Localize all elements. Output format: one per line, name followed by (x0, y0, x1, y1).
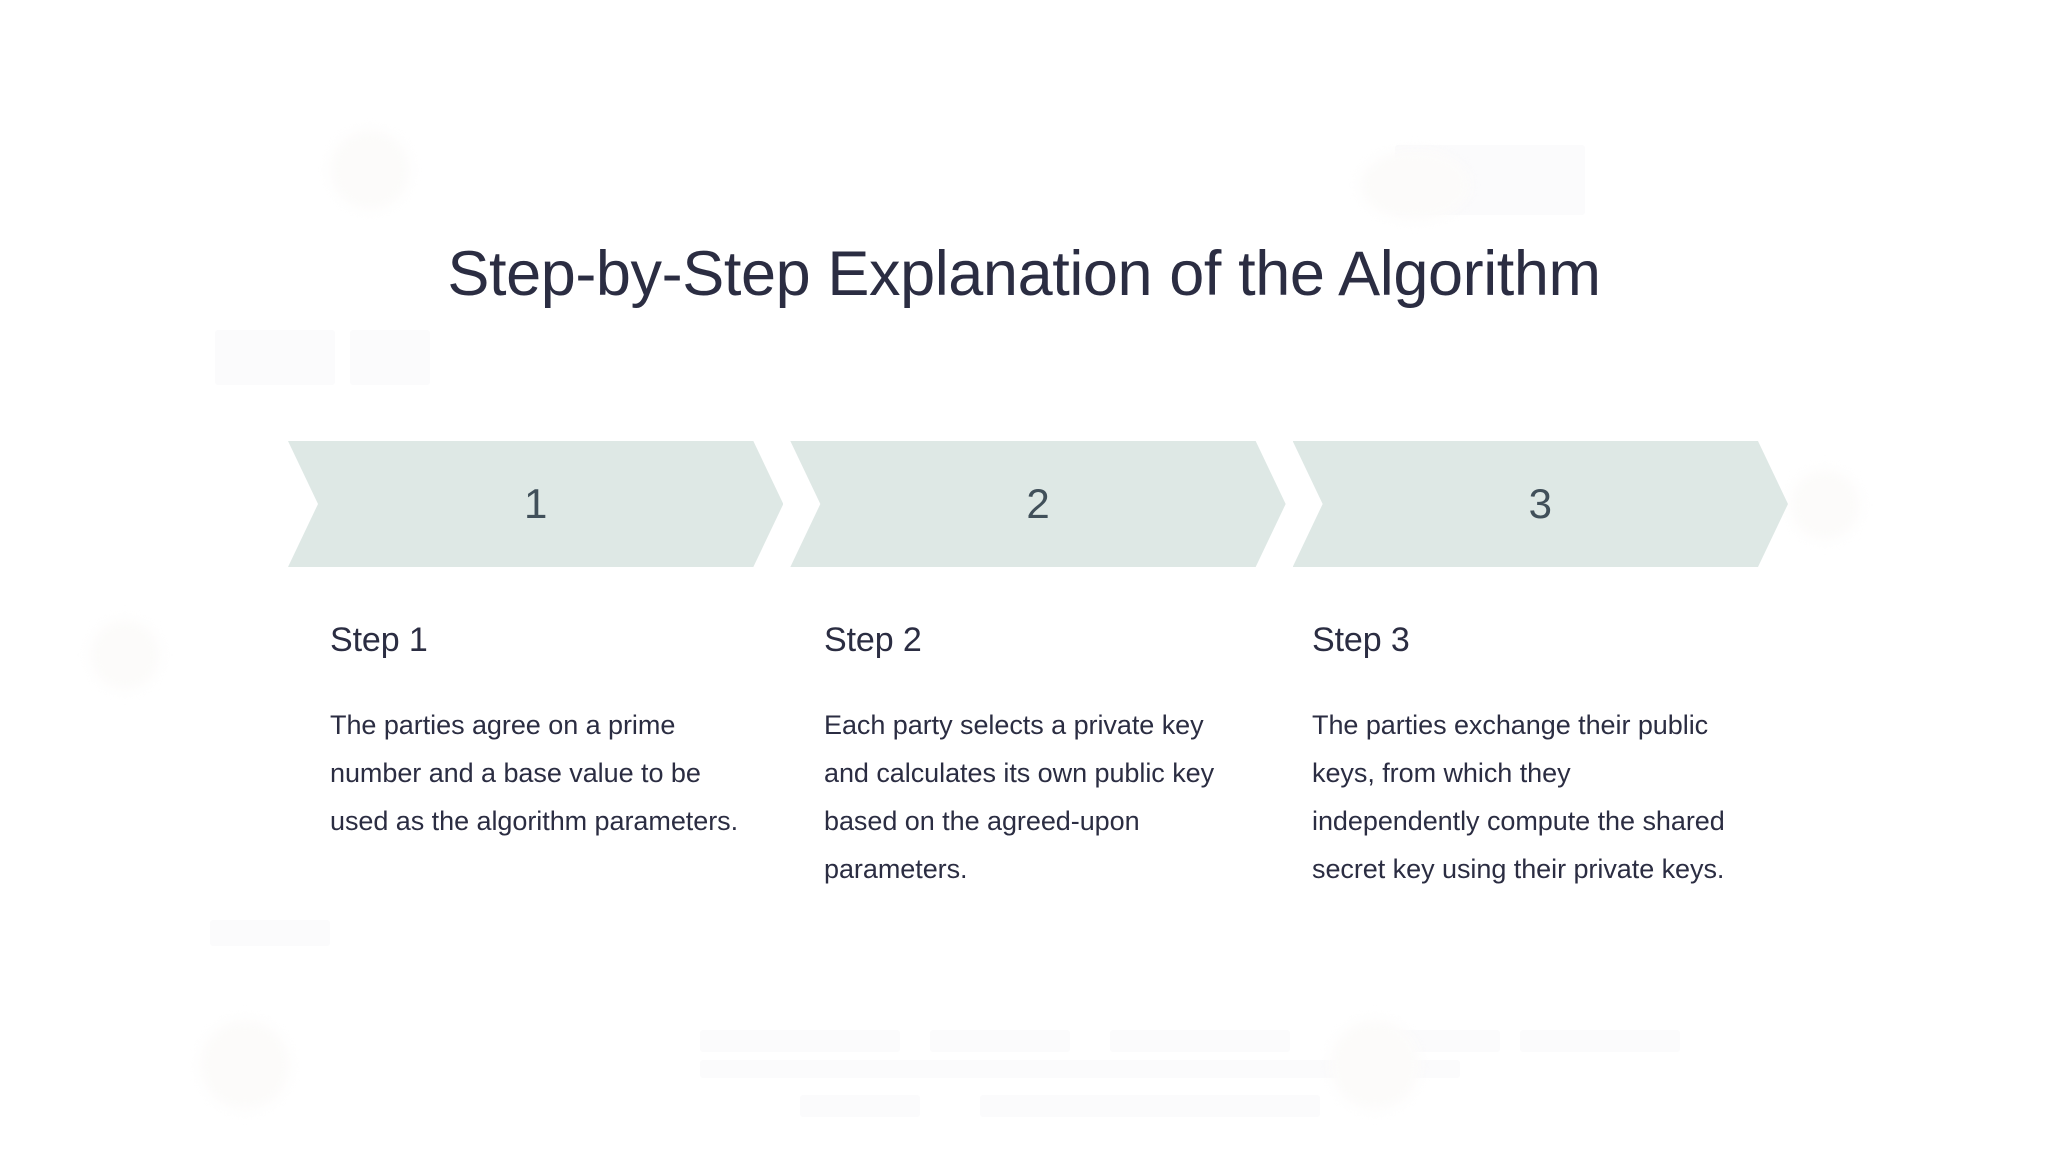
chevron-number-1: 1 (523, 480, 548, 527)
step-heading-1: Step 1 (330, 621, 428, 659)
step-body-3: The parties exchange their public keys, … (1312, 709, 1725, 884)
step-body-1: The parties agree on a prime number and … (330, 709, 739, 836)
step-descriptions: Step 1 The parties agree on a prime numb… (330, 620, 1800, 893)
chevron-step-3[interactable]: 3 (1293, 441, 1788, 567)
chevron-number-2: 2 (1026, 480, 1050, 527)
chevron-step-indicator: 1 2 3 (288, 441, 1788, 567)
step-column-3: Step 3 The parties exchange their public… (1312, 620, 1812, 893)
page-title: Step-by-Step Explanation of the Algorith… (447, 239, 1601, 310)
step-heading-2: Step 2 (824, 621, 922, 659)
chevron-number-3: 3 (1528, 480, 1552, 527)
step-body-2: Each party selects a private key and cal… (824, 709, 1215, 884)
step-column-1: Step 1 The parties agree on a prime numb… (330, 620, 830, 893)
chevron-step-1[interactable]: 1 (288, 441, 783, 567)
step-column-2: Step 2 Each party selects a private key … (824, 620, 1324, 893)
chevron-step-2[interactable]: 2 (790, 441, 1285, 567)
step-heading-3: Step 3 (1312, 621, 1410, 659)
